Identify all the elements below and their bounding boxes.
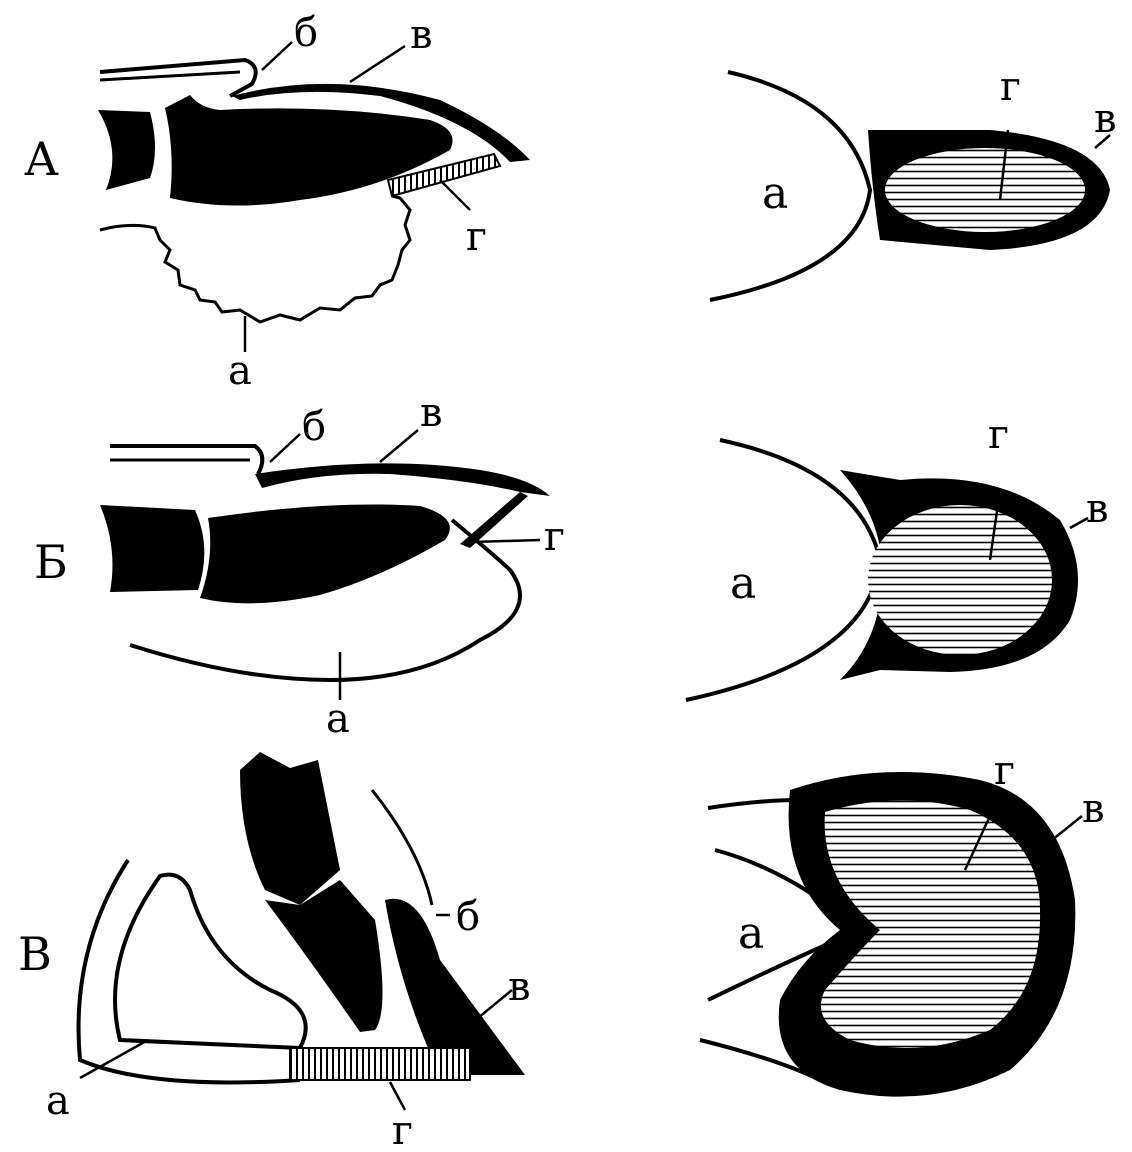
panel-b-side: Б б в г а: [34, 390, 565, 742]
label-b-c: б: [456, 894, 480, 940]
label-a-a2: а: [762, 168, 788, 219]
panel-c-side: В б в а г: [18, 752, 531, 1152]
label-g-c: г: [392, 1108, 413, 1152]
label-g-a2: г: [1000, 64, 1021, 110]
label-v-a: в: [410, 12, 433, 58]
label-v-c2: в: [1082, 786, 1105, 832]
panel-a-side: А б в г а: [24, 10, 530, 394]
label-a-c2: а: [738, 908, 764, 959]
row-label-b: Б: [34, 535, 68, 589]
label-g-b: г: [544, 514, 565, 560]
label-b-b: б: [302, 404, 326, 450]
label-a-b2: а: [730, 558, 756, 609]
label-g-c2: г: [994, 748, 1015, 794]
label-v-c: в: [508, 964, 531, 1010]
label-a-b: а: [326, 696, 350, 742]
panel-b-section: а г в: [686, 412, 1109, 700]
panel-c-section: а г в: [700, 748, 1105, 1097]
label-g-a: г: [466, 214, 487, 260]
label-g-b2: г: [988, 412, 1009, 458]
label-v-a2: в: [1094, 96, 1117, 142]
panel-a-section: а г в: [710, 64, 1117, 300]
row-label-c: В: [18, 927, 52, 981]
label-a-c: а: [46, 1078, 70, 1124]
label-v-b2: в: [1086, 486, 1109, 532]
label-b-a: б: [294, 10, 318, 56]
label-a-a: а: [228, 348, 252, 394]
row-label-a: А: [24, 132, 59, 186]
label-v-b: в: [420, 390, 443, 436]
